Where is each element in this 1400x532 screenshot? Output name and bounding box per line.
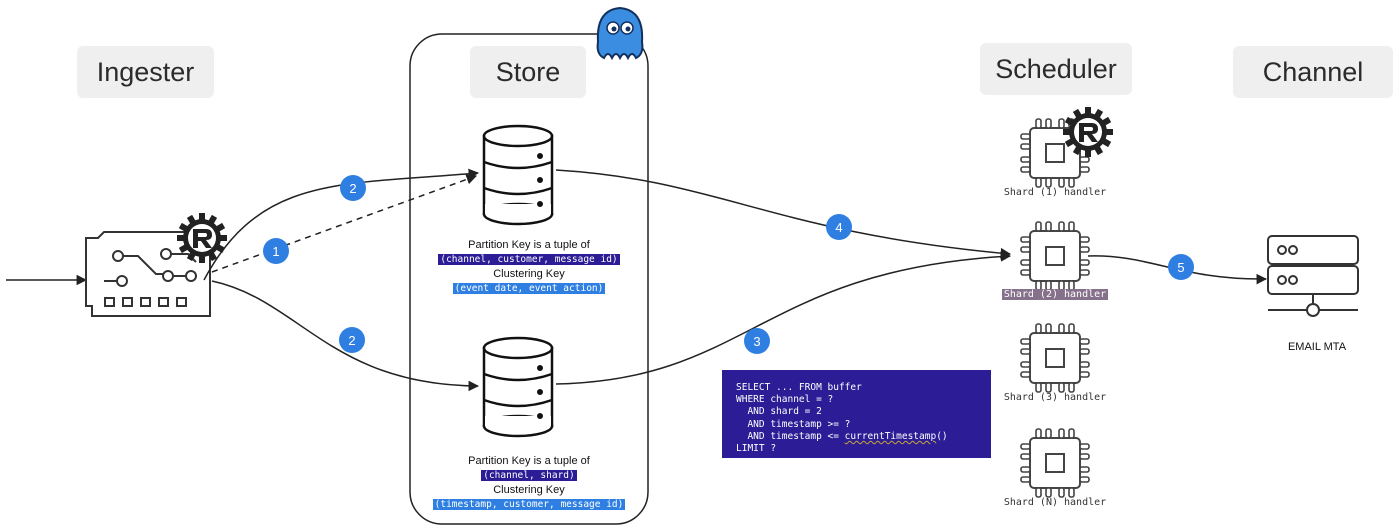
chip-icon: [1020, 323, 1090, 393]
database-icon: [482, 336, 554, 438]
email-mta-label: EMAIL MTA: [1287, 341, 1347, 353]
partition-key-caption: Partition Key is a tuple of: [468, 455, 590, 467]
edge-ingester-store-dashed: [211, 174, 477, 273]
header-channel: Channel: [1233, 46, 1393, 98]
step-badge-2-top: 2: [340, 175, 366, 201]
query-line: AND timestamp <= currentTimestamp(): [736, 430, 948, 442]
query-line: SELECT ... FROM buffer: [736, 382, 862, 393]
edge-scheduler-channel: [1087, 255, 1268, 285]
query-line: AND timestamp >= ?: [736, 418, 851, 430]
partition-key-caption: Partition Key is a tuple of: [468, 239, 590, 251]
partition-key-value: (channel, customer, message id): [438, 254, 620, 265]
svg-text:1: 1: [272, 244, 279, 259]
edge-ingester-store-top: [203, 168, 480, 281]
svg-text:5: 5: [1177, 260, 1184, 275]
clustering-key-caption: Clustering Key: [493, 484, 565, 496]
partition-key-value: (channel, shard): [481, 470, 577, 481]
chip-icon: [1020, 221, 1090, 291]
step-badge-1: 1: [263, 238, 289, 264]
step-badge-4: 4: [826, 214, 852, 240]
query-line: WHERE channel = ?: [736, 394, 834, 406]
scylladb-mascot-icon: [596, 6, 644, 61]
query-line: AND shard = 2: [736, 406, 822, 418]
edge-store-top-scheduler: [555, 169, 1012, 259]
svg-text:3: 3: [753, 334, 760, 349]
svg-text:2: 2: [349, 181, 356, 196]
store-bottom-keys: Partition Key is a tuple of (channel, sh…: [410, 454, 648, 512]
header-ingester: Ingester: [77, 46, 214, 98]
clustering-key-value: (event date, event action): [452, 283, 606, 294]
shard-label-3: Shard (3) handler: [1003, 392, 1107, 403]
edge-store-bottom-scheduler: [555, 251, 1012, 385]
clustering-key-value: (timestamp, customer, message id): [432, 499, 626, 510]
step-badge-5: 5: [1168, 254, 1194, 280]
shard-label-2: Shard (2) handler: [1001, 289, 1109, 300]
shard-label-1: Shard (1) handler: [1003, 187, 1107, 198]
store-top-keys: Partition Key is a tuple of (channel, cu…: [410, 238, 648, 296]
query-line: LIMIT ?: [736, 443, 777, 455]
edge-ingester-store-bottom: [211, 280, 480, 392]
server-icon: [1267, 235, 1359, 317]
clustering-key-caption: Clustering Key: [493, 268, 565, 280]
database-icon: [482, 124, 554, 226]
header-store: Store: [470, 46, 586, 98]
svg-text:2: 2: [348, 333, 355, 348]
chip-icon: [1020, 428, 1090, 498]
store-container: [409, 33, 649, 525]
circuit-board-icon: [85, 231, 211, 317]
svg-text:4: 4: [835, 220, 842, 235]
step-badge-2-bottom: 2: [339, 327, 365, 353]
shard-label-n: Shard (N) handler: [1003, 497, 1107, 508]
query-function: currentTimestamp: [844, 430, 937, 442]
header-scheduler: Scheduler: [980, 43, 1132, 95]
step-badge-3: 3: [744, 328, 770, 354]
